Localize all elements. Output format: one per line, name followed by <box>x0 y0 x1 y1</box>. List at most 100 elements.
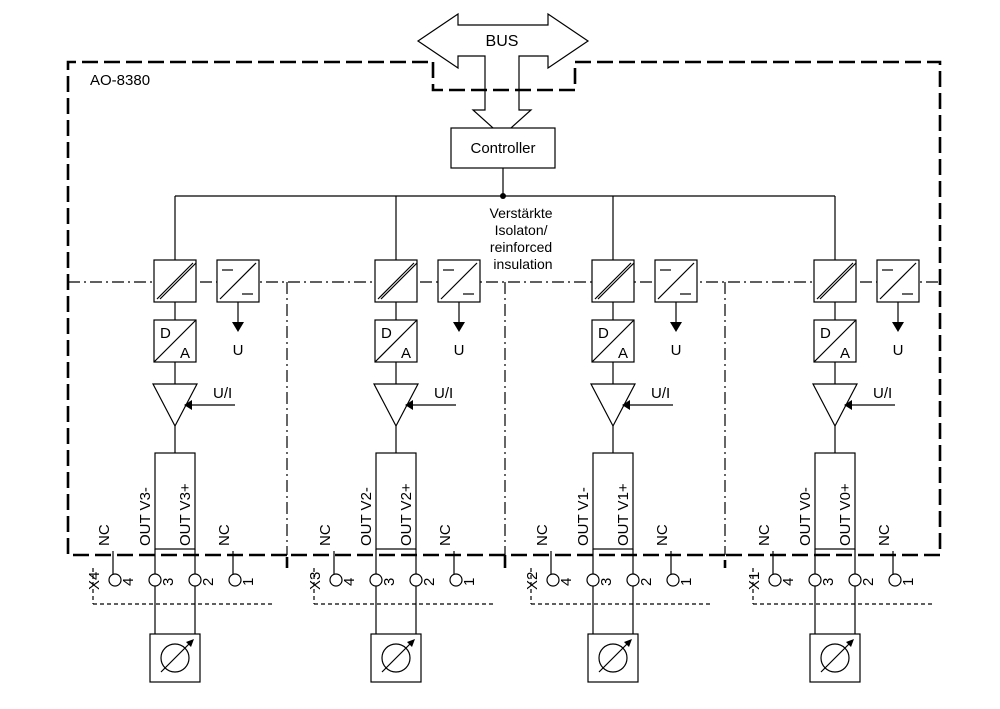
meter-arrow-icon <box>407 639 415 647</box>
isolation-barrier-line <box>68 281 940 555</box>
pin-number: 4 <box>120 578 137 586</box>
dac-diagonal <box>153 319 197 363</box>
isolation-note: Verstärkte Isolaton/ reinforced insulati… <box>490 205 557 272</box>
channel-x3: U D A U/I OUT V2- OUT V2+ NC NC 4 3 2 1 … <box>307 196 494 683</box>
pin-number: 4 <box>341 578 358 586</box>
meter-arrow-icon <box>846 639 854 647</box>
meter-arrow-icon <box>186 639 194 647</box>
dac-diagonal <box>374 319 418 363</box>
output-plus-label: OUT V3+ <box>177 483 194 546</box>
output-plus-label: OUT V0+ <box>837 483 854 546</box>
isolation-note-line: reinforced <box>490 239 552 255</box>
supply-arrow-icon <box>453 322 465 332</box>
output-block <box>154 452 196 550</box>
supply-label: U <box>454 342 465 359</box>
meter-dial-icon <box>160 643 190 673</box>
pin-number: 2 <box>200 578 217 586</box>
connector-label: X2 <box>524 572 541 590</box>
connector-label: X1 <box>746 572 763 590</box>
mode-arrow-icon <box>844 400 852 410</box>
pin-number: 1 <box>678 578 695 586</box>
mode-arrow-icon <box>184 400 192 410</box>
bus-arrow <box>416 12 590 137</box>
pin-number: 3 <box>160 578 177 586</box>
dac-diagonal <box>813 319 857 363</box>
connector-label: X3 <box>307 572 324 590</box>
dac-label-a: A <box>618 345 628 362</box>
meter-needle <box>381 641 413 673</box>
isolator-slash <box>380 262 418 300</box>
pin-number: 2 <box>638 578 655 586</box>
terminal-pin-4 <box>546 573 560 587</box>
converter-slash <box>440 262 478 300</box>
dac-label-a: A <box>840 345 850 362</box>
dac-label-d: D <box>820 325 831 342</box>
pin-number: 2 <box>860 578 877 586</box>
dac-label-a: A <box>180 345 190 362</box>
pin-number: 3 <box>598 578 615 586</box>
meter-needle <box>598 641 630 673</box>
terminal-pin-1 <box>449 573 463 587</box>
pin-number: 3 <box>820 578 837 586</box>
nc-label: NC <box>756 524 773 546</box>
bus-label: BUS <box>486 33 519 50</box>
isolator-slash <box>597 262 635 300</box>
dac-diagonal <box>591 319 635 363</box>
terminal-pin-4 <box>768 573 782 587</box>
supply-arrow-icon <box>892 322 904 332</box>
channel-x1: U D A U/I OUT V0- OUT V0+ NC NC 4 3 2 1 … <box>746 196 933 683</box>
output-block <box>814 452 856 550</box>
output-minus-label: OUT V2- <box>358 487 375 546</box>
isolator-slash <box>816 262 854 300</box>
mode-arrow-icon <box>622 400 630 410</box>
isolation-note-line: Isolaton/ <box>495 222 548 238</box>
bus-junction-dot <box>500 193 506 199</box>
output-block <box>375 452 417 550</box>
isolation-note-background <box>470 200 568 278</box>
terminal-pin-1 <box>666 573 680 587</box>
mode-label: U/I <box>873 385 892 402</box>
pin-number: 3 <box>381 578 398 586</box>
output-minus-label: OUT V1- <box>575 487 592 546</box>
nc-label: NC <box>876 524 893 546</box>
pin-number: 1 <box>240 578 257 586</box>
output-plus-label: OUT V1+ <box>615 483 632 546</box>
meter-needle <box>820 641 852 673</box>
converter-slash <box>879 262 917 300</box>
pin-number: 4 <box>558 578 575 586</box>
isolation-note-line: Verstärkte <box>490 205 553 221</box>
meter-dial-icon <box>820 643 850 673</box>
nc-label: NC <box>216 524 233 546</box>
controller-label: Controller <box>470 140 535 157</box>
isolator-slash <box>377 262 415 300</box>
dac-label-d: D <box>381 325 392 342</box>
isolator-slash <box>159 262 197 300</box>
nc-label: NC <box>534 524 551 546</box>
supply-arrow-icon <box>670 322 682 332</box>
nc-label: NC <box>654 524 671 546</box>
pin-number: 2 <box>421 578 438 586</box>
isolator-slash <box>594 262 632 300</box>
mode-label: U/I <box>213 385 232 402</box>
converter-slash <box>219 262 257 300</box>
pin-number: 4 <box>780 578 797 586</box>
dac-label-d: D <box>160 325 171 342</box>
output-minus-label: OUT V3- <box>137 487 154 546</box>
dac-label-d: D <box>598 325 609 342</box>
mode-label: U/I <box>434 385 453 402</box>
connector-label: X4 <box>86 572 103 590</box>
output-minus-label: OUT V0- <box>797 487 814 546</box>
supply-label: U <box>893 342 904 359</box>
mode-arrow-icon <box>405 400 413 410</box>
nc-label: NC <box>96 524 113 546</box>
terminal-pin-4 <box>329 573 343 587</box>
terminal-pin-1 <box>888 573 902 587</box>
pin-number: 1 <box>461 578 478 586</box>
isolation-note-line: insulation <box>493 256 552 272</box>
mode-label: U/I <box>651 385 670 402</box>
nc-label: NC <box>437 524 454 546</box>
channel-x4: U D A U/I OUT V3- OUT V3+ NC NC 4 3 2 1 … <box>86 196 273 683</box>
meter-dial-icon <box>598 643 628 673</box>
terminal-pin-1 <box>228 573 242 587</box>
